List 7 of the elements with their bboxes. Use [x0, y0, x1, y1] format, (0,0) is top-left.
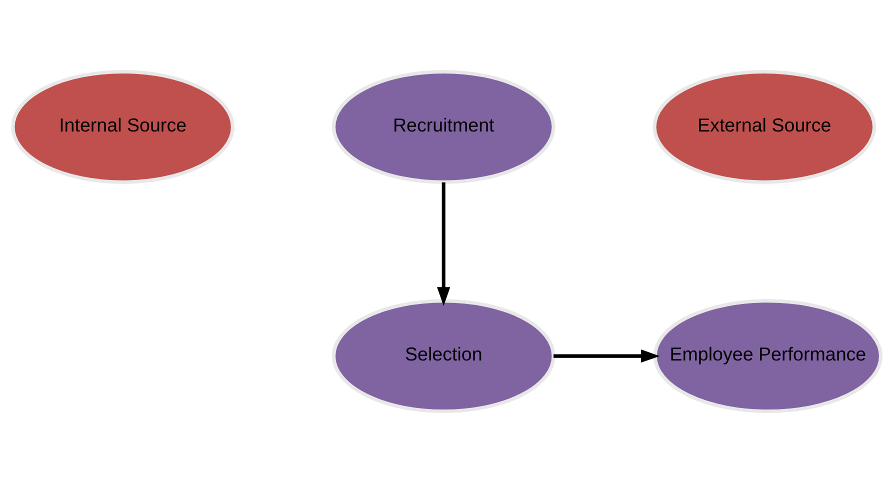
arrow	[554, 348, 660, 362]
node-ellipse: Internal Source	[11, 69, 234, 184]
node-ellipse: Selection	[332, 298, 556, 413]
node-ellipse: Employee Performance	[653, 298, 883, 413]
node-ellipse: Recruitment	[332, 69, 556, 184]
node-ellipse: External Source	[652, 69, 876, 184]
arrow	[437, 182, 450, 306]
